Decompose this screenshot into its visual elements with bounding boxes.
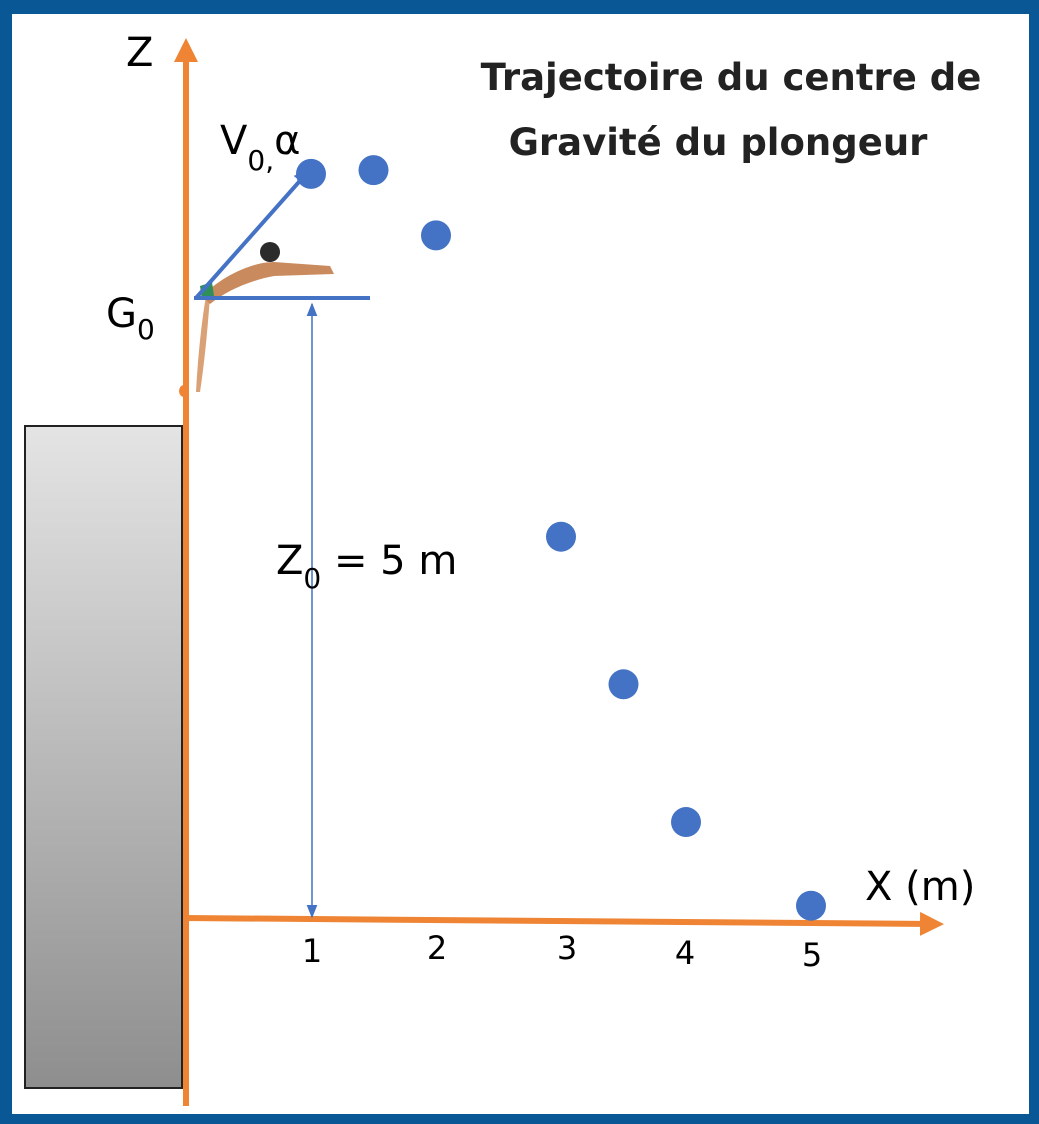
- x-axis-label: X (m): [865, 864, 975, 910]
- x-tick-3: 3: [557, 929, 577, 967]
- trajectory-point-4: [546, 521, 576, 552]
- trajectory-diagram: Z X (m) G0 V0,α Z0 = 5 m Trajectoire du …: [24, 30, 982, 1106]
- x-tick-4: 4: [675, 934, 695, 972]
- z-axis-label: Z: [126, 30, 153, 76]
- trajectory-point-7: [796, 890, 826, 921]
- trajectory-point-6: [671, 807, 701, 838]
- trajectory-point-1: [296, 158, 326, 189]
- diver-figure: [179, 242, 334, 397]
- x-tick-labels: 1 2 3 4 5: [302, 929, 822, 974]
- wall-block: [24, 425, 183, 1089]
- diagram-canvas: Z X (m) G0 V0,α Z0 = 5 m Trajectoire du …: [12, 14, 1029, 1114]
- x-tick-5: 5: [802, 936, 822, 974]
- x-tick-1: 1: [302, 932, 322, 970]
- v0-alpha-label: V0,α: [220, 118, 300, 177]
- trajectory-points: [296, 155, 826, 921]
- trajectory-point-2: [358, 155, 389, 186]
- x-axis: [183, 911, 944, 936]
- title-line-1: Trajectoire du centre de: [481, 56, 982, 99]
- x-tick-2: 2: [427, 929, 447, 967]
- g0-label: G0: [106, 291, 155, 346]
- trajectory-point-3: [421, 220, 451, 251]
- z0-label: Z0 = 5 m: [276, 538, 457, 595]
- v0-vector: [194, 169, 311, 300]
- title-line-2: Gravité du plongeur: [509, 121, 929, 164]
- trajectory-point-5: [608, 669, 639, 700]
